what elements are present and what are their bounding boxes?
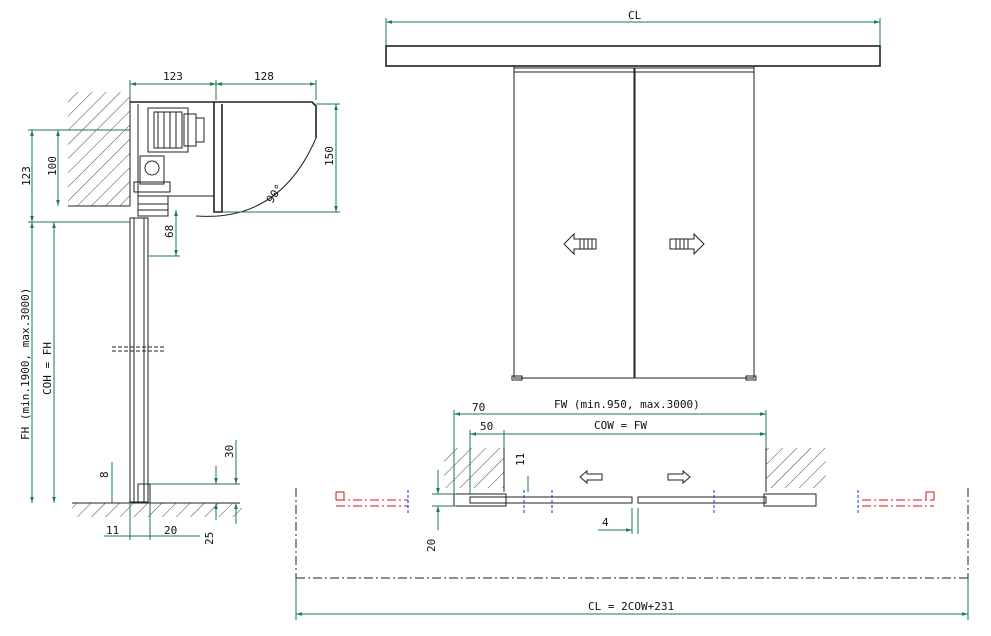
- dim-cow: COW = FW: [594, 419, 647, 432]
- dim-20-plan: 20: [425, 539, 438, 552]
- door-leaf-section: [129, 217, 149, 503]
- open-left-arrow-icon: [563, 232, 597, 256]
- dim-fw: FW (min.950, max.3000): [554, 398, 700, 411]
- floor-hatch: [72, 503, 242, 517]
- dim-cl-formula: CL = 2COW+231: [588, 600, 674, 613]
- plan-right-arrow-icon: [667, 469, 691, 485]
- open-right-arrow-icon: [669, 232, 705, 256]
- dim-150: 150: [323, 146, 336, 166]
- dim-fh: FH (min.1900, max.3000): [19, 288, 32, 440]
- plan-view: 70 FW (min.950, max.3000) 50 COW = FW 11: [295, 398, 969, 620]
- dim-50: 50: [480, 420, 493, 433]
- dim-30: 30: [223, 445, 236, 458]
- left-door-panel: [513, 67, 635, 379]
- front-cl-label: CL: [628, 9, 642, 22]
- dim-123-top: 123: [163, 70, 183, 83]
- front-view: CL: [385, 9, 881, 381]
- wall-hatch-top: [68, 92, 130, 206]
- floor-guide: [137, 483, 151, 504]
- dim-123-left: 123: [20, 166, 33, 186]
- carriage-icon: [139, 155, 165, 185]
- dim-coh: COH = FH: [41, 342, 54, 395]
- dim-100-left: 100: [46, 156, 59, 176]
- dim-25: 25: [203, 532, 216, 545]
- dim-128-top: 128: [254, 70, 274, 83]
- header-profile: [385, 45, 881, 67]
- dim-8: 8: [98, 471, 111, 478]
- dim-68: 68: [163, 225, 176, 238]
- dim-11: 11: [106, 524, 119, 537]
- plan-wall-left: [444, 448, 504, 488]
- operator-housing: [130, 101, 317, 213]
- dim-20-bottom: 20: [164, 524, 177, 537]
- right-door-panel: [634, 67, 755, 379]
- dim-11-plan: 11: [514, 453, 527, 466]
- cover-swing-arc: [195, 137, 317, 217]
- dim-4: 4: [602, 516, 609, 529]
- dim-angle: 90°: [264, 182, 286, 206]
- plan-wall-right: [766, 448, 826, 488]
- plan-left-arrow-icon: [579, 469, 603, 485]
- side-section: 123 128 123 100 150 90° 68 FH (min.1900,…: [19, 70, 340, 545]
- dim-70: 70: [472, 401, 485, 414]
- fixed-panel-right: [857, 490, 935, 514]
- plan-leaf-left: [469, 496, 633, 504]
- plan-leaf-right: [637, 496, 767, 504]
- fixed-panel-left: [335, 490, 409, 514]
- motor-icon: [147, 107, 189, 153]
